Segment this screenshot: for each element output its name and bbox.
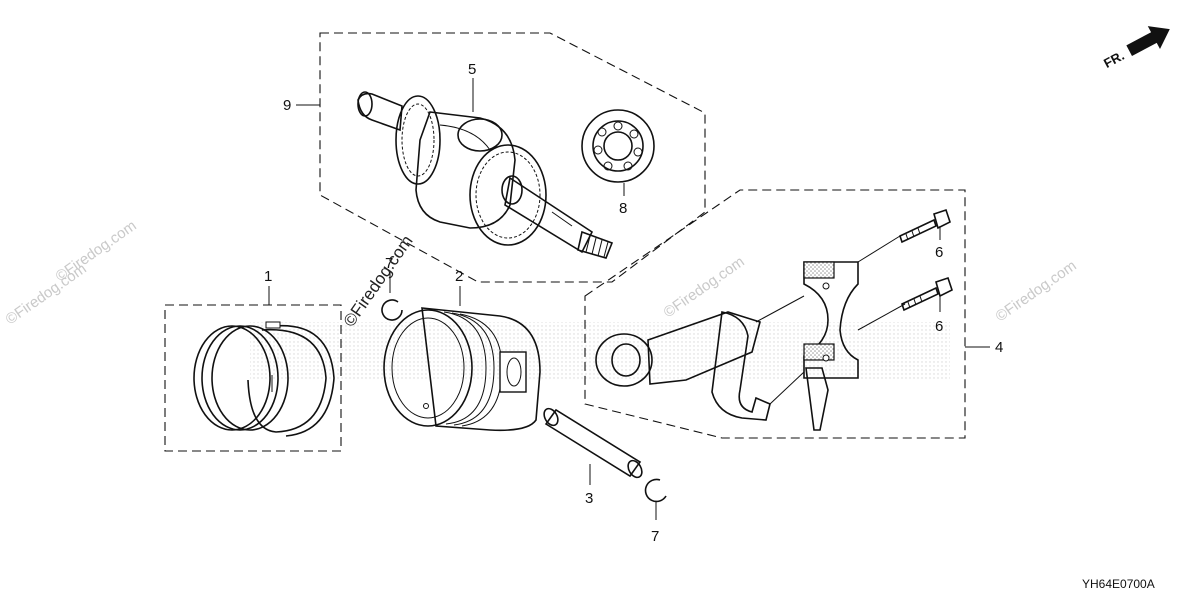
callout-2: 2 — [455, 268, 463, 285]
crankshaft-kit-dashed-outline — [319, 32, 706, 283]
crankshaft-group: 9 — [283, 32, 706, 283]
callout-5: 5 — [468, 61, 476, 78]
callout-9: 9 — [283, 97, 291, 114]
callout-4: 4 — [995, 339, 1003, 356]
callout-6-upper: 6 — [935, 244, 943, 261]
callout-3: 3 — [585, 490, 593, 507]
ball-bearing — [581, 109, 655, 183]
connecting-rod-cap — [803, 261, 859, 431]
connecting-rod-group: 4 — [584, 189, 1003, 439]
drawing-code: YH64E0700A — [1082, 577, 1155, 591]
front-label: FR. — [1101, 48, 1127, 71]
callout-7-lower: 7 — [651, 528, 659, 545]
watermark-center: ©Firedog.com — [661, 253, 748, 321]
connecting-rod — [595, 311, 771, 421]
piston-pin-clip-lower: 7 — [644, 478, 667, 545]
piston-ring-kit-dashed-outline — [164, 304, 342, 452]
connecting-rod-kit-dashed-outline — [584, 189, 966, 439]
crankshaft — [357, 91, 614, 259]
watermark-right: ©Firedog.com — [993, 257, 1080, 325]
front-arrow-icon — [1126, 26, 1170, 56]
watermark-center-strong: ©Firedog.com — [340, 232, 417, 331]
piston-rings — [193, 321, 335, 437]
callout-8: 8 — [619, 200, 627, 217]
callout-6-lower: 6 — [935, 318, 943, 335]
piston: 2 — [383, 268, 541, 432]
front-direction-indicator: FR. — [1101, 26, 1170, 71]
callout-7-upper: 7 — [385, 255, 393, 272]
piston-pin-clip-upper: 7 — [381, 255, 403, 321]
connecting-rod-bolt-upper — [899, 208, 951, 244]
piston-pin: 3 — [543, 407, 643, 507]
connecting-rod-bolt-lower — [901, 276, 953, 312]
piston-ring-set-group: 1 — [164, 268, 342, 452]
callout-1: 1 — [264, 268, 272, 285]
background-watermark-band — [250, 322, 950, 380]
watermark-left-upper: ©Firedog.com — [53, 217, 140, 285]
